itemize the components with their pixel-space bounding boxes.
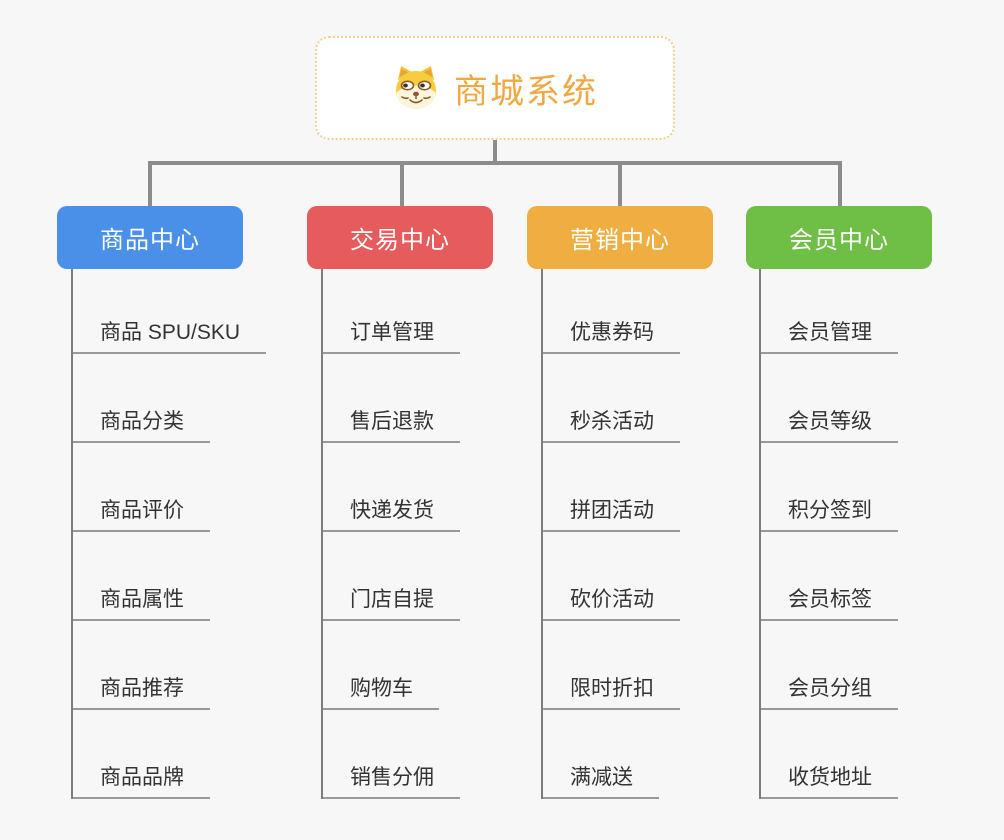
branch-children-product-center: 商品 SPU/SKU 商品分类 商品评价 商品属性 商品推荐 商品品牌	[71, 269, 267, 799]
leaf-node-label: 商品 SPU/SKU	[100, 321, 241, 344]
branch-node-marketing-center[interactable]: 营销中心	[527, 206, 713, 269]
leaf-node[interactable]: 订单管理	[323, 269, 460, 354]
branch-node-member-center[interactable]: 会员中心	[746, 206, 932, 269]
leaf-node[interactable]: 商品分类	[73, 354, 210, 443]
leaf-node-label: 会员等级	[788, 410, 872, 433]
leaf-node[interactable]: 积分签到	[761, 443, 898, 532]
leaf-node-label: 购物车	[350, 677, 413, 700]
leaf-node[interactable]: 门店自提	[323, 532, 460, 621]
leaf-node-label: 商品品牌	[100, 766, 184, 789]
leaf-node[interactable]: 售后退款	[323, 354, 460, 443]
branch-node-label: 营销中心	[570, 227, 670, 254]
leaf-node[interactable]: 收货地址	[761, 710, 898, 799]
branch-node-label: 会员中心	[789, 227, 889, 254]
connector-drop-members	[838, 161, 842, 206]
leaf-node-label: 满减送	[570, 766, 633, 789]
leaf-node-label: 收货地址	[788, 766, 872, 789]
leaf-node-label: 砍价活动	[570, 588, 654, 611]
leaf-node-label: 商品评价	[100, 499, 184, 522]
leaf-node-label: 订单管理	[350, 321, 434, 344]
leaf-node-label: 会员管理	[788, 321, 872, 344]
leaf-node[interactable]: 限时折扣	[543, 621, 680, 710]
leaf-node[interactable]: 会员等级	[761, 354, 898, 443]
leaf-node-label: 会员标签	[788, 588, 872, 611]
leaf-node[interactable]: 商品属性	[73, 532, 210, 621]
leaf-node[interactable]: 优惠券码	[543, 269, 680, 354]
connector-drop-products	[148, 161, 152, 206]
leaf-node[interactable]: 购物车	[323, 621, 439, 710]
leaf-node[interactable]: 会员管理	[761, 269, 898, 354]
connector-drop-marketing	[618, 161, 622, 206]
leaf-node-label: 商品属性	[100, 588, 184, 611]
branch-node-label: 交易中心	[350, 227, 450, 254]
leaf-node-label: 门店自提	[350, 588, 434, 611]
leaf-node[interactable]: 销售分佣	[323, 710, 460, 799]
leaf-node-label: 商品推荐	[100, 677, 184, 700]
branch-children-member-center: 会员管理 会员等级 积分签到 会员标签 会员分组 收货地址	[759, 269, 898, 799]
leaf-node-label: 秒杀活动	[570, 410, 654, 433]
leaf-node[interactable]: 砍价活动	[543, 532, 680, 621]
leaf-node-label: 销售分佣	[350, 766, 434, 789]
connector-drop-trade	[400, 161, 404, 206]
leaf-node[interactable]: 快递发货	[323, 443, 460, 532]
branch-children-trade-center: 订单管理 售后退款 快递发货 门店自提 购物车 销售分佣	[321, 269, 460, 799]
leaf-node[interactable]: 商品品牌	[73, 710, 210, 799]
leaf-node[interactable]: 秒杀活动	[543, 354, 680, 443]
leaf-node[interactable]: 商品 SPU/SKU	[73, 269, 267, 354]
leaf-node[interactable]: 商品评价	[73, 443, 210, 532]
leaf-node-label: 售后退款	[350, 410, 434, 433]
leaf-node[interactable]: 拼团活动	[543, 443, 680, 532]
branch-node-label: 商品中心	[100, 227, 200, 254]
leaf-node-label: 会员分组	[788, 677, 872, 700]
leaf-node-label: 优惠券码	[570, 321, 654, 344]
branch-node-product-center[interactable]: 商品中心	[57, 206, 243, 269]
leaf-node-label: 快递发货	[350, 499, 434, 522]
dog-face-icon	[392, 64, 440, 112]
connector-bus	[148, 161, 842, 165]
leaf-node[interactable]: 满减送	[543, 710, 659, 799]
leaf-node[interactable]: 会员分组	[761, 621, 898, 710]
leaf-node-label: 商品分类	[100, 410, 184, 433]
branch-node-trade-center[interactable]: 交易中心	[307, 206, 493, 269]
leaf-node[interactable]: 商品推荐	[73, 621, 210, 710]
connector-root-drop	[493, 140, 497, 165]
leaf-node-label: 积分签到	[788, 499, 872, 522]
leaf-node-label: 拼团活动	[570, 499, 654, 522]
root-node-label: 商城系统	[454, 72, 598, 111]
leaf-node-label: 限时折扣	[570, 677, 654, 700]
leaf-node[interactable]: 会员标签	[761, 532, 898, 621]
root-node-mall-system[interactable]: 商城系统	[315, 36, 675, 140]
branch-children-marketing-center: 优惠券码 秒杀活动 拼团活动 砍价活动 限时折扣 满减送	[541, 269, 680, 799]
